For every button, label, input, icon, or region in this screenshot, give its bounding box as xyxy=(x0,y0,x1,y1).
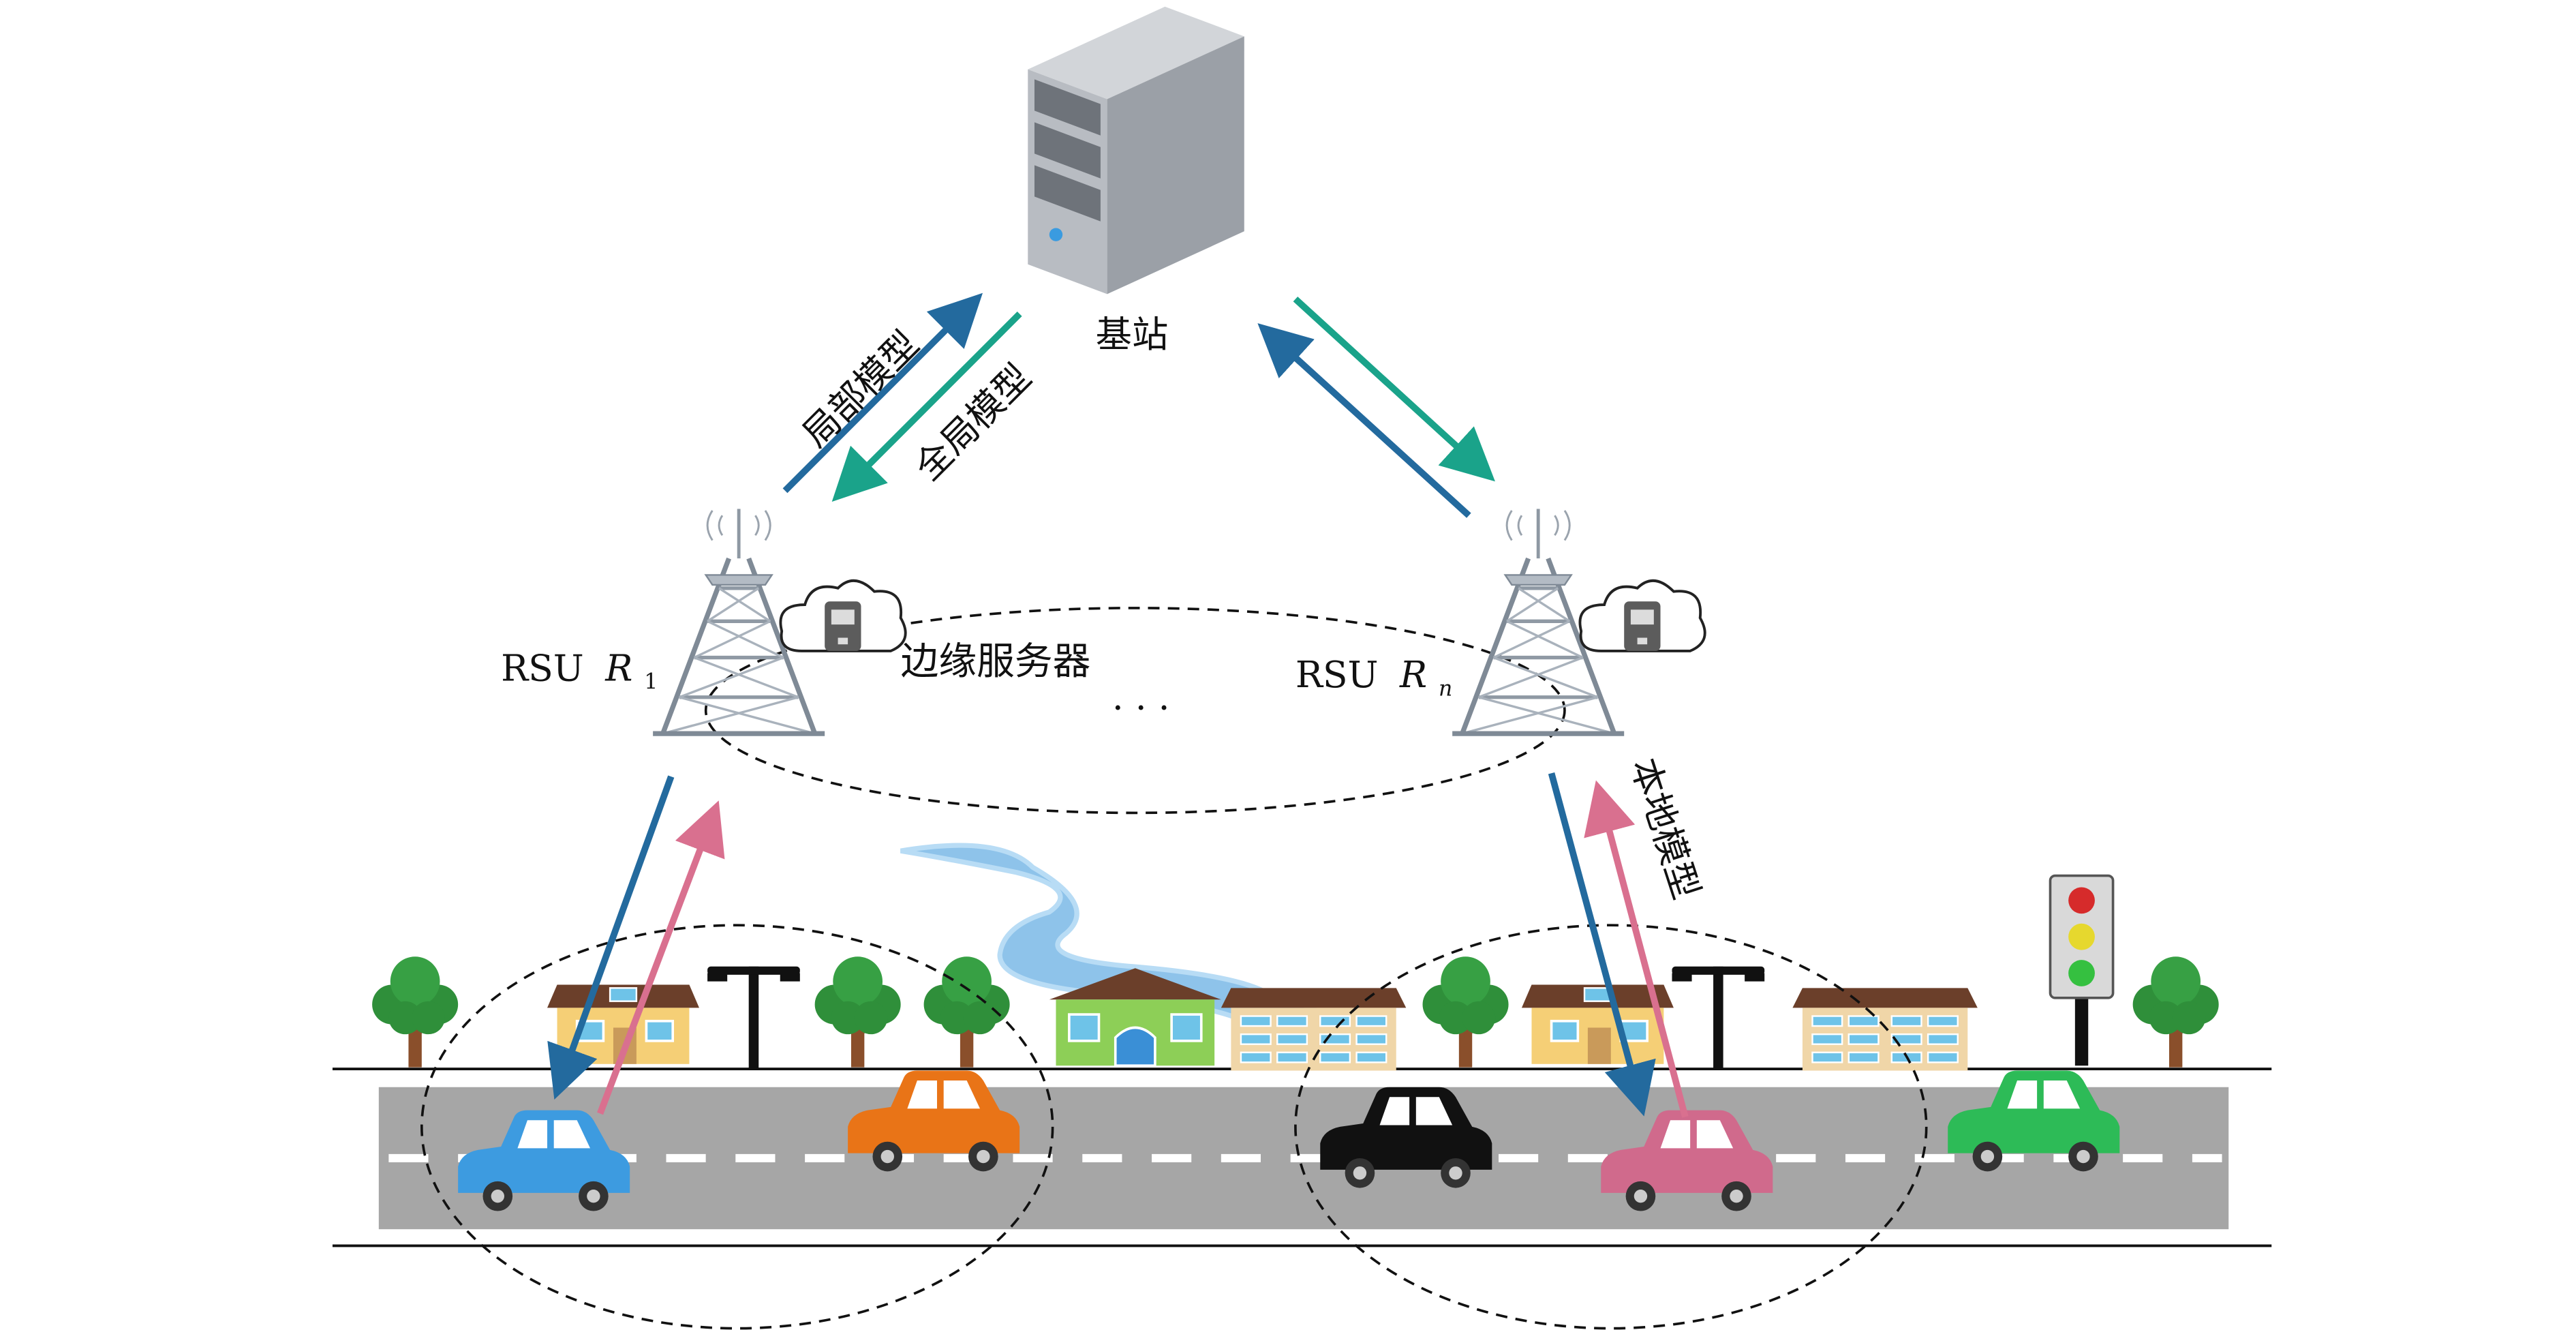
tree-icon xyxy=(1423,956,1509,1067)
rsun-label-var: R xyxy=(1399,654,1427,696)
rsu1-label-var: R xyxy=(604,648,632,690)
street-lamp-icon xyxy=(1672,966,1765,1070)
pink-car-icon xyxy=(1601,1110,1773,1211)
orange-car-icon xyxy=(848,1070,1020,1172)
base-station-label: 基站 xyxy=(1096,314,1169,356)
rsun-label-prefix: RSU xyxy=(1295,654,1379,696)
vehicle-to-rsun-arrow xyxy=(1584,780,1689,1118)
rsu1-label-prefix: RSU xyxy=(501,648,584,690)
ellipsis-label: · · · xyxy=(1112,687,1170,729)
street-lamp-icon xyxy=(707,966,800,1070)
rsun-local-model-upload-arrow xyxy=(1257,323,1471,518)
tree-icon xyxy=(815,956,901,1067)
server-icon xyxy=(1028,6,1244,294)
rsu1-coverage-ellipse xyxy=(420,924,1054,1330)
rsu1-to-vehicle-arrow xyxy=(547,775,675,1100)
vehicle-local-model-label: 本地模型 xyxy=(1623,753,1708,905)
rsu1-label: RSU R 1 xyxy=(501,648,658,695)
traffic-light-yellow xyxy=(2068,923,2095,950)
traffic-light-red xyxy=(2068,887,2095,914)
edge-server-icon xyxy=(1578,579,1706,652)
rsun-label: RSU R n xyxy=(1295,654,1452,701)
rsun-coverage-ellipse xyxy=(1294,924,1928,1330)
local-model-upload-arrow xyxy=(782,292,983,494)
blue-car-icon xyxy=(458,1110,630,1211)
green-car-icon xyxy=(1948,1070,2120,1172)
tree-icon xyxy=(2133,956,2219,1067)
rsun-label-sub: n xyxy=(1439,676,1452,701)
edge-server-icon xyxy=(779,579,907,652)
edge-server-network-ellipse xyxy=(704,607,1566,815)
global-model-download-arrow xyxy=(831,312,1022,502)
edge-server-label: 边缘服务器 xyxy=(901,639,1091,684)
local-model-label: 局部模型 xyxy=(795,323,927,456)
traffic-light-green xyxy=(2068,960,2095,986)
vehicle-to-rsu1-arrow xyxy=(597,800,725,1115)
rsun-to-vehicle-arrow xyxy=(1548,772,1656,1117)
global-model-label: 全局模型 xyxy=(907,356,1040,489)
house-green-icon xyxy=(1049,968,1221,1068)
traffic-light-icon xyxy=(2049,874,2115,1066)
rsun-global-model-download-arrow xyxy=(1293,297,1495,482)
rsu1-label-sub: 1 xyxy=(644,670,658,695)
apartment-icon xyxy=(1792,987,1979,1072)
black-car-icon xyxy=(1320,1087,1492,1188)
